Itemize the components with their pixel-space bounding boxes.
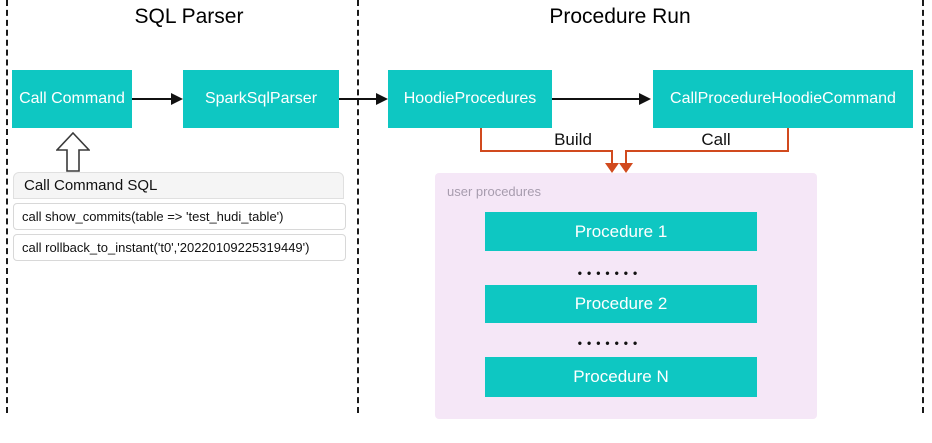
sql-example-row: call rollback_to_instant('t0','202201092…: [13, 234, 346, 261]
arrow-hoodie-procedures-to-command: [552, 98, 640, 100]
procedure-box-n: Procedure N: [485, 357, 757, 397]
hollow-up-arrow-icon: [56, 132, 90, 172]
call-connector-drop: [625, 150, 627, 164]
build-connector-drop: [611, 150, 613, 164]
node-call-procedure-hoodie-command: CallProcedureHoodieCommand: [653, 70, 913, 128]
ellipsis-dots: •••••••: [577, 266, 643, 280]
section-title-procedure-run: Procedure Run: [549, 5, 691, 28]
dashed-border-left: [6, 0, 8, 413]
dashed-border-middle: [357, 0, 359, 413]
edge-label-build: Build: [554, 130, 592, 149]
orange-arrowhead-icon: [605, 163, 619, 173]
sql-example-row: call show_commits(table => 'test_hudi_ta…: [13, 203, 346, 230]
arrow-parser-to-hoodie-procedures: [339, 98, 377, 100]
sql-panel-header: Call Command SQL: [13, 172, 344, 199]
orange-arrowhead-icon: [619, 163, 633, 173]
arrowhead-icon: [639, 93, 651, 105]
arrowhead-icon: [171, 93, 183, 105]
arrowhead-icon: [376, 93, 388, 105]
arrow-call-command-to-parser: [132, 98, 172, 100]
ellipsis-dots: •••••••: [577, 336, 643, 350]
build-connector-vertical: [480, 128, 482, 150]
edge-label-call: Call: [701, 130, 731, 149]
node-spark-sql-parser: SparkSqlParser: [183, 70, 339, 128]
call-connector-horizontal: [626, 150, 789, 152]
user-procedures-label: user procedures: [447, 184, 541, 199]
procedure-box-1: Procedure 1: [485, 212, 757, 251]
call-connector-vertical: [787, 128, 789, 150]
node-hoodie-procedures: HoodieProcedures: [388, 70, 552, 128]
section-title-sql-parser: SQL Parser: [134, 5, 244, 28]
build-connector-horizontal: [480, 150, 613, 152]
procedure-box-2: Procedure 2: [485, 285, 757, 323]
node-call-command: Call Command: [12, 70, 132, 128]
dashed-border-right: [922, 0, 924, 413]
